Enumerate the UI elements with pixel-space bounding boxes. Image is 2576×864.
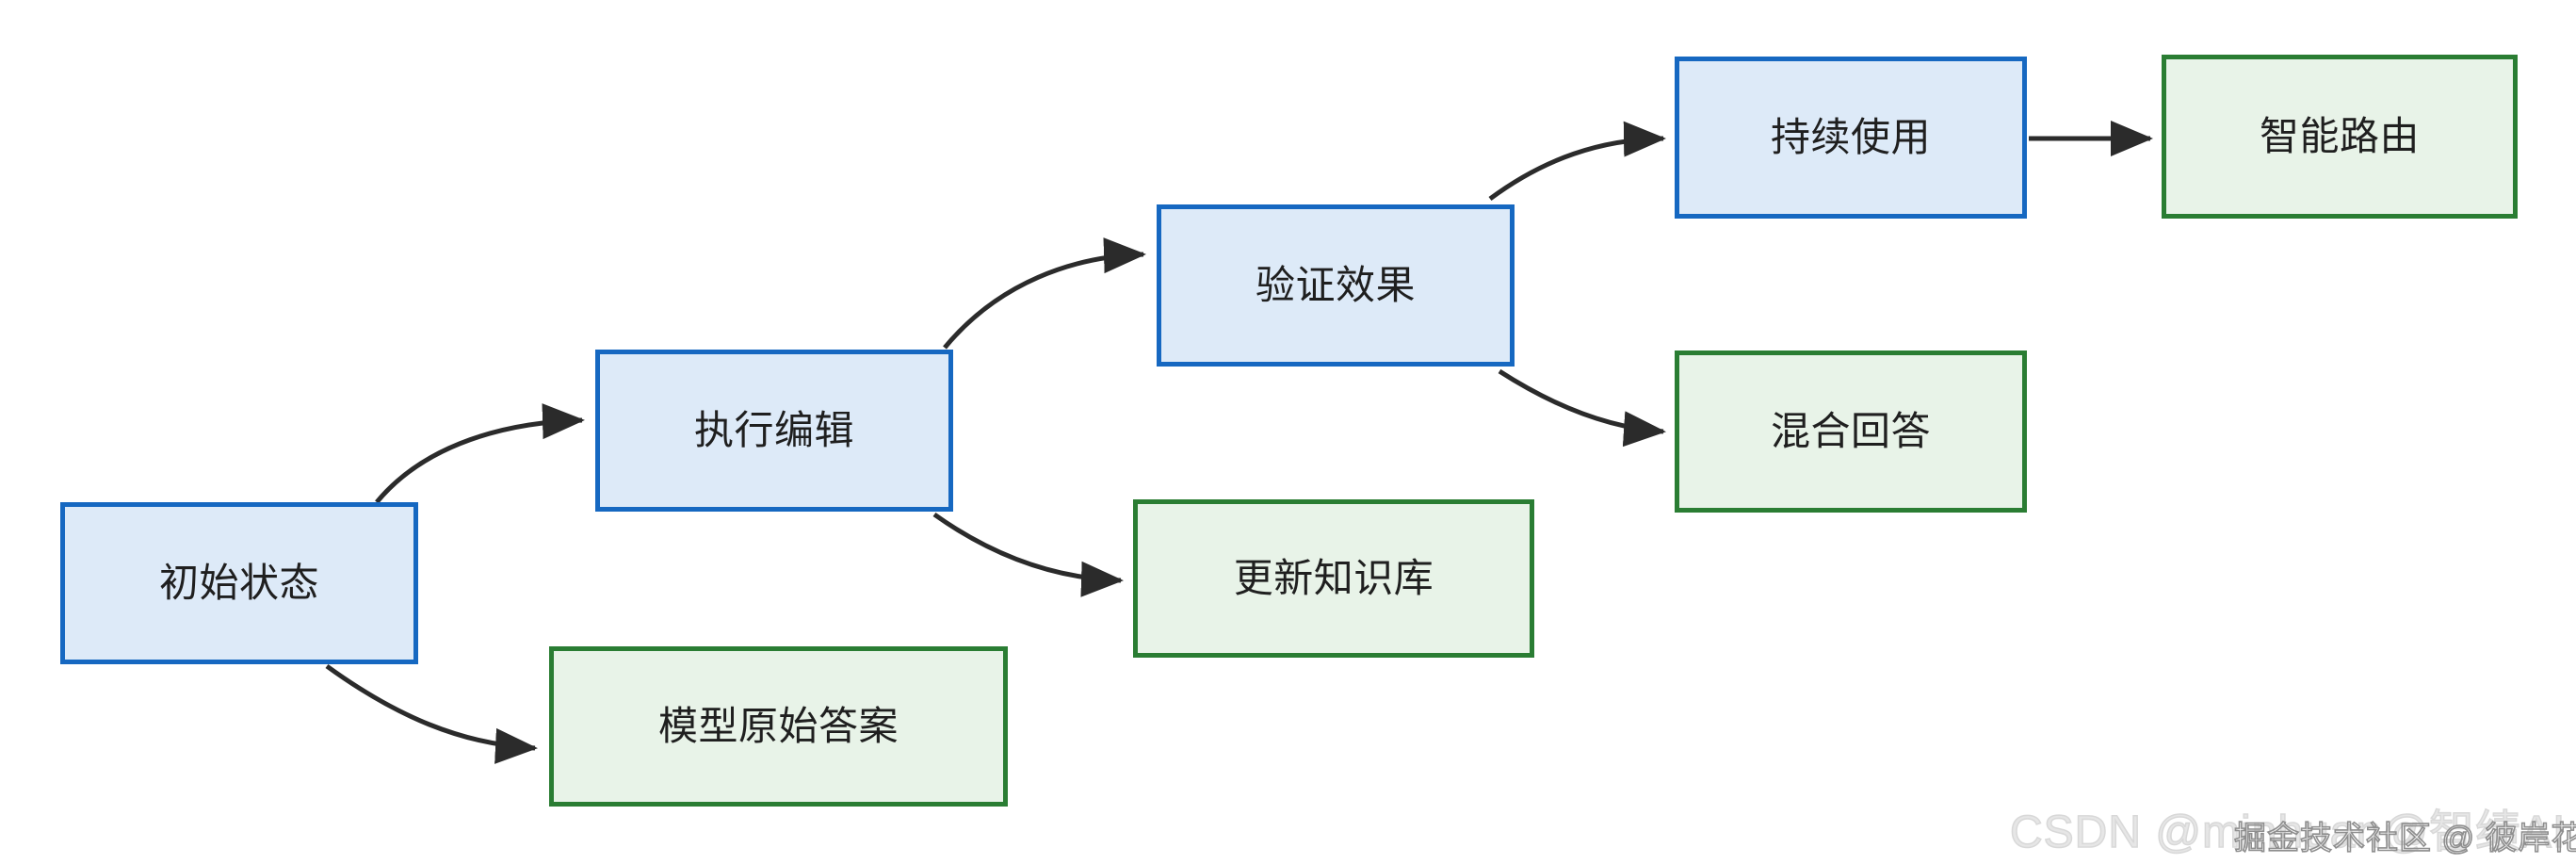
edge-verify-to-continued <box>1488 121 1666 202</box>
node-label: 智能路由 <box>2259 113 2420 158</box>
node-model-raw-answer[interactable]: 模型原始答案 <box>549 646 1008 807</box>
watermark-csdn: CSDN @minhuan@智绩AI <box>2009 807 2567 858</box>
node-label: 持续使用 <box>1770 114 1931 159</box>
node-smart-routing[interactable]: 智能路由 <box>2162 55 2518 219</box>
edge-verify-to-hybrid <box>1498 368 1666 448</box>
watermark-juejin: 掘金技术社区 @ 彼岸花开了吗 <box>2233 820 2576 857</box>
node-update-knowledge-base[interactable]: 更新知识库 <box>1133 499 1534 658</box>
node-label: 模型原始答案 <box>657 703 899 748</box>
edge-initial-to-raw <box>325 663 538 764</box>
node-continued-use[interactable]: 持续使用 <box>1675 57 2027 219</box>
node-verify-effect[interactable]: 验证效果 <box>1157 204 1515 367</box>
edge-execute-to-kb <box>932 512 1124 597</box>
node-execute-edit[interactable]: 执行编辑 <box>595 350 953 512</box>
node-label: 更新知识库 <box>1233 555 1434 600</box>
node-label: 初始状态 <box>158 560 319 605</box>
node-label: 执行编辑 <box>693 407 854 452</box>
edge-initial-to-execute <box>375 403 585 504</box>
node-label: 验证效果 <box>1255 262 1416 307</box>
node-hybrid-answer[interactable]: 混合回答 <box>1675 350 2027 513</box>
edge-execute-to-verify <box>943 237 1146 350</box>
node-label: 混合回答 <box>1770 408 1931 453</box>
node-initial-state[interactable]: 初始状态 <box>60 502 418 664</box>
